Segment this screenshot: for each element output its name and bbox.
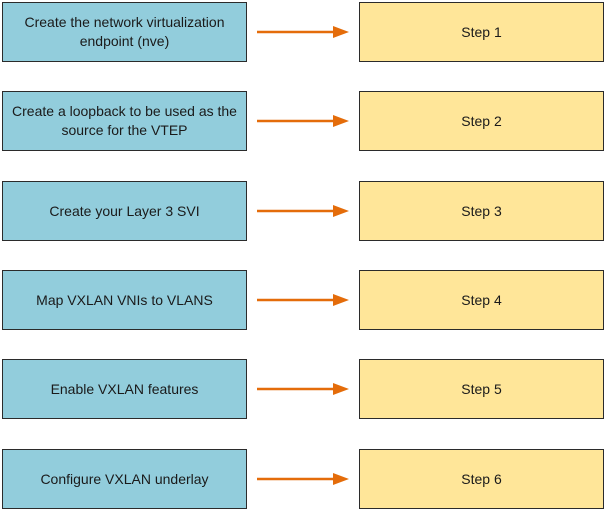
step-label-5: Step 5 bbox=[461, 380, 502, 397]
arrow-right-icon bbox=[257, 205, 349, 217]
task-label-6: Configure VXLAN underlay bbox=[40, 470, 209, 487]
step-box-5[interactable]: Step 5 bbox=[359, 359, 604, 419]
step-label-4: Step 4 bbox=[461, 291, 502, 308]
task-box-6[interactable]: Configure VXLAN underlay bbox=[2, 449, 247, 509]
row-4: Map VXLAN VNIs to VLANS Step 4 bbox=[0, 270, 606, 332]
task-label-4: Map VXLAN VNIs to VLANS bbox=[36, 291, 213, 308]
arrow-right-icon bbox=[257, 115, 349, 127]
task-box-2[interactable]: Create a loopback to be used as the sour… bbox=[2, 91, 247, 151]
task-label-5: Enable VXLAN features bbox=[50, 380, 199, 397]
arrow-right-icon bbox=[257, 26, 349, 38]
step-label-2: Step 2 bbox=[461, 112, 502, 129]
arrow-right-icon bbox=[257, 473, 349, 485]
step-label-1: Step 1 bbox=[461, 23, 502, 40]
step-label-6: Step 6 bbox=[461, 470, 502, 487]
task-label-1: Create the network virtualization endpoi… bbox=[24, 14, 225, 49]
task-label-2: Create a loopback to be used as the sour… bbox=[12, 103, 237, 138]
row-6: Configure VXLAN underlay Step 6 bbox=[0, 449, 606, 511]
step-box-2[interactable]: Step 2 bbox=[359, 91, 604, 151]
step-box-4[interactable]: Step 4 bbox=[359, 270, 604, 330]
task-box-3[interactable]: Create your Layer 3 SVI bbox=[2, 181, 247, 241]
step-box-6[interactable]: Step 6 bbox=[359, 449, 604, 509]
arrow-right-icon bbox=[257, 294, 349, 306]
row-3: Create your Layer 3 SVI Step 3 bbox=[0, 181, 606, 243]
row-5: Enable VXLAN features Step 5 bbox=[0, 359, 606, 421]
task-label-3: Create your Layer 3 SVI bbox=[49, 202, 200, 219]
step-box-3[interactable]: Step 3 bbox=[359, 181, 604, 241]
arrow-right-icon bbox=[257, 383, 349, 395]
row-1: Create the network virtualization endpoi… bbox=[0, 2, 606, 64]
task-box-5[interactable]: Enable VXLAN features bbox=[2, 359, 247, 419]
task-box-4[interactable]: Map VXLAN VNIs to VLANS bbox=[2, 270, 247, 330]
task-box-1[interactable]: Create the network virtualization endpoi… bbox=[2, 2, 247, 62]
step-box-1[interactable]: Step 1 bbox=[359, 2, 604, 62]
row-2: Create a loopback to be used as the sour… bbox=[0, 91, 606, 153]
step-label-3: Step 3 bbox=[461, 202, 502, 219]
